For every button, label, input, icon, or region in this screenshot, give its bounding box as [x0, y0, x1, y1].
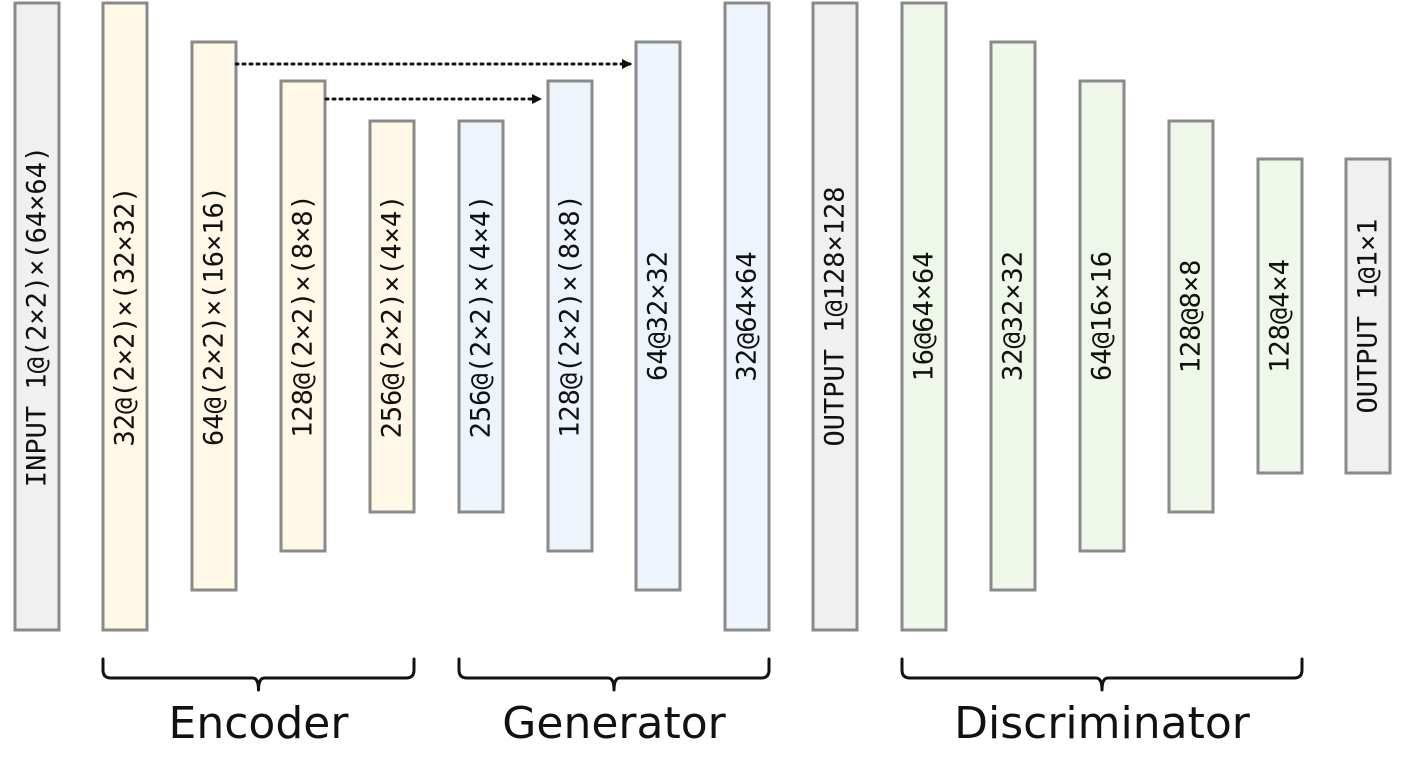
- layer-block: OUTPUT 1@1×1: [1344, 157, 1392, 475]
- layer-box: [1078, 79, 1126, 553]
- layer-label: 128@8×8: [1176, 260, 1207, 374]
- layer-box: [1167, 119, 1215, 514]
- layer-box: [900, 1, 948, 632]
- skip-connections: [234, 59, 632, 104]
- layer-block: INPUT 1@(2×2)×(64×64): [13, 1, 61, 632]
- layer-label: 16@64×64: [909, 251, 940, 381]
- layer-label: 64@(2×2)×(16×16): [199, 186, 230, 446]
- layer-block: 64@16×16: [1078, 79, 1126, 553]
- layer-block: 128@(2×2)×(8×8): [546, 79, 594, 553]
- layer-block: 128@(2×2)×(8×8): [279, 79, 327, 553]
- group-bracket: Generator: [457, 657, 771, 749]
- layer-label: 32@32×32: [998, 251, 1029, 381]
- layer-box: [101, 1, 149, 632]
- layer-label: 128@(2×2)×(8×8): [555, 194, 586, 438]
- layer-block: 32@64×64: [723, 1, 771, 632]
- layer-box: [190, 40, 238, 592]
- group-brackets: Encoder Generator Discriminator: [101, 657, 1304, 749]
- layer-label: 128@4×4: [1265, 259, 1296, 373]
- layer-block: 128@8×8: [1167, 119, 1215, 514]
- layer-label: OUTPUT 1@128×128: [820, 186, 851, 446]
- layer-box: [1256, 157, 1304, 475]
- brace: [457, 657, 771, 692]
- group-label: Generator: [502, 698, 726, 749]
- layer-label: 256@(2×2)×(4×4): [377, 195, 408, 439]
- layer-box: [279, 79, 327, 553]
- layer-block: 64@(2×2)×(16×16): [190, 40, 238, 592]
- layer-box: [989, 40, 1037, 592]
- layer-box: [634, 40, 682, 592]
- layer-box: [811, 1, 859, 632]
- group-label: Encoder: [169, 698, 350, 749]
- layer-block: 256@(2×2)×(4×4): [457, 119, 505, 514]
- layer-box: [457, 119, 505, 514]
- layer-label: OUTPUT 1@1×1: [1353, 218, 1384, 413]
- layer-label: 32@64×64: [732, 251, 763, 381]
- group-label: Discriminator: [954, 698, 1251, 749]
- layer-block: 128@4×4: [1256, 157, 1304, 475]
- layer-label: 32@(2×2)×(32×32): [110, 186, 141, 446]
- group-bracket: Encoder: [101, 657, 416, 749]
- brace: [101, 657, 416, 692]
- layer-stack: INPUT 1@(2×2)×(64×64) 32@(2×2)×(32×32) 64@…: [13, 1, 1392, 632]
- layer-block: 32@32×32: [989, 40, 1037, 592]
- layer-label: 64@32×32: [643, 251, 674, 381]
- layer-label: 256@(2×2)×(4×4): [466, 195, 497, 439]
- layer-label: 64@16×16: [1087, 251, 1118, 381]
- layer-label: 128@(2×2)×(8×8): [288, 194, 319, 438]
- group-bracket: Discriminator: [900, 657, 1304, 749]
- layer-block: OUTPUT 1@128×128: [811, 1, 859, 632]
- layer-box: [546, 79, 594, 553]
- layer-block: 32@(2×2)×(32×32): [101, 1, 149, 632]
- layer-label: INPUT 1@(2×2)×(64×64): [22, 146, 53, 487]
- layer-box: [1344, 157, 1392, 475]
- layer-box: [723, 1, 771, 632]
- layer-box: [368, 119, 416, 514]
- brace: [900, 657, 1304, 692]
- layer-block: 16@64×64: [900, 1, 948, 632]
- layer-block: 64@32×32: [634, 40, 682, 592]
- layer-block: 256@(2×2)×(4×4): [368, 119, 416, 514]
- layer-box: [13, 1, 61, 632]
